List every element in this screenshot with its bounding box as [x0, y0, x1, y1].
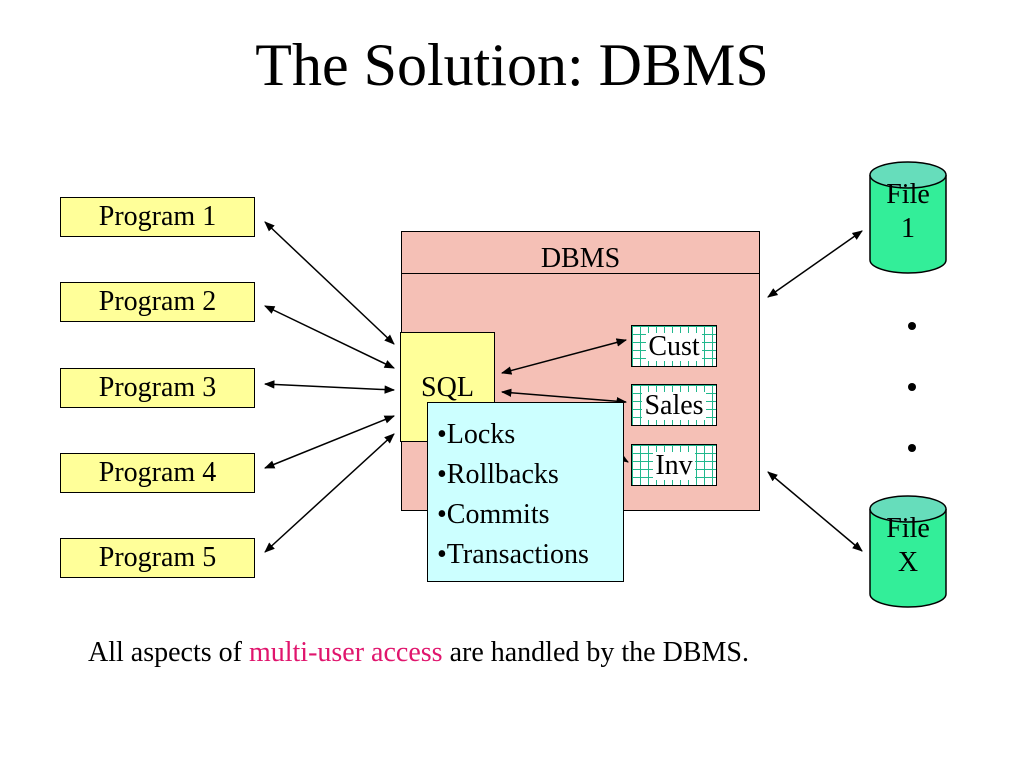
file-label-line: File: [886, 513, 930, 544]
caption-highlight: multi-user access: [248, 637, 443, 668]
arrow-program-5-sql: [264, 433, 395, 553]
table-label: Inv: [653, 450, 695, 481]
caption-text: All aspects of: [88, 637, 249, 668]
file-label: File 1: [869, 178, 947, 246]
program-box: Program 3: [60, 368, 255, 408]
ellipsis-dot: [908, 322, 916, 330]
feature-item: •Transactions: [437, 539, 589, 570]
file-label: File X: [869, 512, 947, 580]
table-cust: Cust: [631, 325, 717, 367]
cylinder-icon: [869, 161, 947, 274]
cylinder-icon: [869, 495, 947, 608]
file-x-cylinder: File X: [869, 494, 947, 609]
ellipsis-dot: [908, 383, 916, 391]
features-box: •Locks •Rollbacks •Commits •Transactions: [427, 402, 624, 582]
program-box: Program 1: [60, 197, 255, 237]
program-box: Program 2: [60, 282, 255, 322]
ellipsis-dot: [908, 444, 916, 452]
table-label: Cust: [646, 331, 702, 362]
slide-title: The Solution: DBMS: [255, 32, 769, 98]
arrow-program-4-sql: [264, 415, 395, 469]
program-box: Program 4: [60, 453, 255, 493]
feature-item: •Locks: [437, 419, 516, 450]
table-label: Sales: [642, 390, 706, 421]
arrow-sql-cust: [500, 338, 628, 375]
arrow-dbms-file-1: [767, 230, 863, 298]
arrow-program-2-sql: [264, 305, 395, 369]
file-label-line: 1: [901, 213, 915, 244]
file-label-line: X: [897, 547, 919, 578]
arrow-sql-sales: [500, 388, 628, 406]
caption-text: are handled by the DBMS.: [442, 637, 749, 668]
file-1-cylinder: File 1: [869, 160, 947, 275]
program-box: Program 5: [60, 538, 255, 578]
arrow-program-3-sql: [263, 380, 396, 394]
arrow-program-1-sql: [264, 221, 395, 345]
table-inv: Inv: [631, 444, 717, 486]
table-sales: Sales: [631, 384, 717, 426]
feature-item: •Rollbacks: [437, 459, 559, 490]
arrow-dbms-file-x: [767, 471, 863, 552]
caption: All aspects of multi-user access are han…: [88, 637, 749, 669]
feature-item: •Commits: [437, 499, 550, 530]
file-label-line: File: [886, 179, 930, 210]
dbms-label: DBMS: [402, 232, 759, 274]
